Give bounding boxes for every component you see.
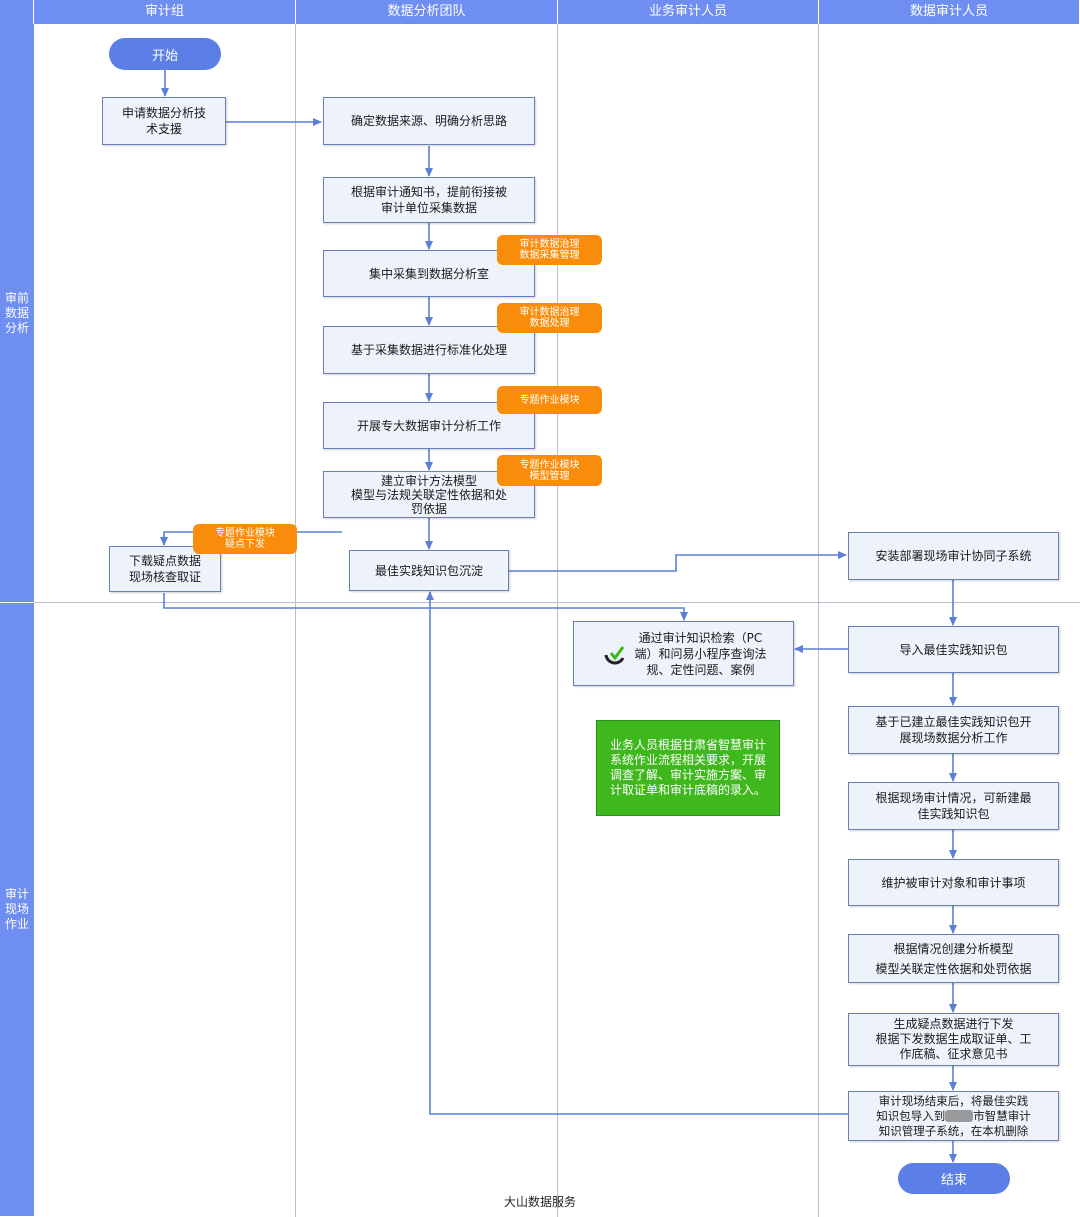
best-practice-package-step: 最佳实践知识包沉淀 [349, 550, 509, 591]
tag-suspect-issue: 专题作业模块疑点下发 [193, 524, 297, 554]
start-node: 开始 [109, 38, 221, 70]
apply-support-step: 申请数据分析技术支援 [102, 97, 226, 145]
onsite-analysis-step: 基于已建立最佳实践知识包开展现场数据分析工作 [848, 706, 1059, 754]
end-node: 结束 [898, 1163, 1010, 1194]
issue-suspect-data-step: 生成疑点数据进行下发根据下发数据生成取证单、工作底稿、征求意见书 [848, 1013, 1059, 1066]
redacted-city-name [945, 1110, 974, 1122]
lane-header-corner [0, 0, 34, 24]
lane-divider [557, 24, 558, 1217]
determine-source-step: 确定数据来源、明确分析思路 [323, 97, 535, 145]
lane-header-audit-group: 审计组 [34, 0, 296, 24]
lane-divider [295, 24, 296, 1217]
arrow-download-to-search [163, 593, 688, 621]
standardize-step: 基于采集数据进行标准化处理 [323, 326, 535, 374]
create-analysis-model-step: 根据情况创建分析模型模型关联定性依据和处罚依据 [848, 934, 1059, 983]
phase-onsite-audit: 审计现场作业 [0, 603, 34, 1217]
business-staff-note: 业务人员根据甘肃省智慧审计系统作业流程相关要求，开展调查了解、审计实施方案、审计… [596, 720, 780, 816]
tag-topic-module: 专题作业模块 [497, 386, 602, 414]
import-best-practice-step: 导入最佳实践知识包 [848, 626, 1059, 673]
tag-data-processing: 审计数据治理数据处理 [497, 303, 602, 333]
tag-model-management: 专题作业模块模型管理 [497, 455, 602, 486]
arrow-bestpractice-to-install [509, 551, 847, 572]
lane-header-business-auditors: 业务审计人员 [558, 0, 819, 24]
audit-notice-step: 根据审计通知书，提前衔接被审计单位采集数据 [323, 177, 535, 223]
phase-divider [34, 602, 1080, 603]
maintain-audit-objects-step: 维护被审计对象和审计事项 [848, 859, 1059, 906]
phase-pre-audit-analysis: 审前数据分析 [0, 24, 34, 603]
finish-onsite-step: 审计现场结束后，将最佳实践 知识包导入到市智慧审计 知识管理子系统，在本机删除 [848, 1091, 1059, 1141]
lane-header-data-auditors: 数据审计人员 [819, 0, 1080, 24]
arrow-finish-to-bestpractice [426, 591, 848, 1115]
tag-data-collection-management: 审计数据治理数据采集管理 [497, 235, 602, 265]
footer-watermark: 大山数据服务 [503, 1195, 576, 1209]
lane-header-data-analysis-team: 数据分析团队 [296, 0, 558, 24]
install-collab-subsystem-step: 安装部署现场审计协同子系统 [848, 532, 1059, 580]
knowledge-search-logo-icon [604, 645, 625, 664]
lane-divider [818, 24, 819, 1217]
create-new-package-step: 根据现场审计情况，可新建最佳实践知识包 [848, 782, 1059, 830]
